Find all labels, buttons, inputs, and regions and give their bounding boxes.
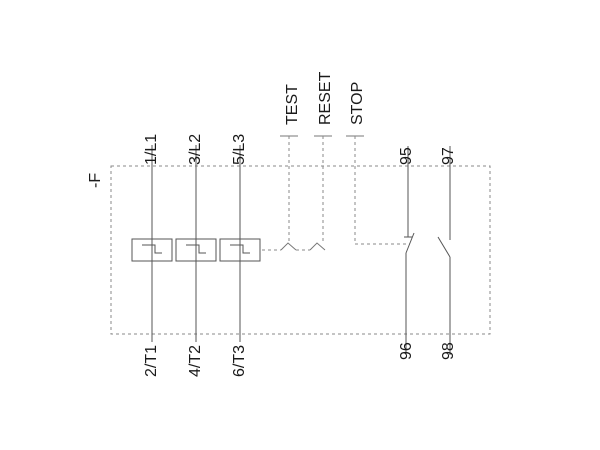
button-label-reset: RESET [317, 71, 334, 125]
test-actuator [280, 242, 297, 251]
aux-label-97: 97 [440, 147, 457, 165]
thermal-element-l2 [175, 238, 217, 262]
button-label-stop: STOP [349, 82, 366, 125]
aux-contact-95-96 [404, 146, 415, 355]
aux-contact-97-98 [437, 146, 451, 355]
device-enclosure [110, 165, 491, 335]
terminal-label-bottom-3: 6/T3 [231, 345, 248, 377]
terminal-label-top-3: 5/L3 [231, 134, 248, 165]
terminal-label-bottom-2: 4/T2 [187, 345, 204, 377]
button-label-test: TEST [284, 84, 301, 125]
aux-label-98: 98 [440, 342, 457, 360]
aux-label-95: 95 [398, 147, 415, 165]
thermal-element-l1 [131, 238, 173, 262]
reset-actuator [309, 242, 326, 251]
device-symbol-label: -F [87, 173, 104, 188]
thermal-element-l3 [219, 238, 261, 262]
terminal-label-top-2: 3/L2 [187, 134, 204, 165]
terminal-label-top-1: 1/L1 [143, 134, 160, 165]
terminal-label-bottom-1: 2/T1 [143, 345, 160, 377]
aux-label-96: 96 [398, 342, 415, 360]
